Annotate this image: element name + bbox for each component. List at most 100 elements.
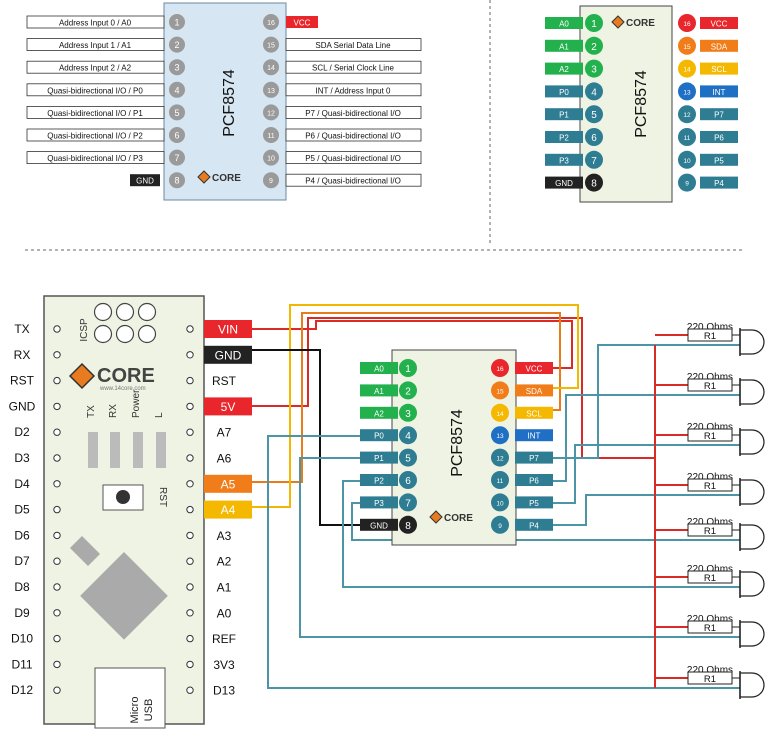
resistor-value-label: 220 Ohms xyxy=(687,372,733,383)
nano-core-logo: CORE www.14core.com xyxy=(68,362,155,392)
chip-right-label: P7 xyxy=(529,454,539,463)
wire-vin-vcc xyxy=(252,320,573,369)
chip-left-label: A0 xyxy=(374,365,384,374)
chip-right-pin xyxy=(491,471,509,489)
table-left-pin xyxy=(169,172,185,189)
nano-right-pin-hole[interactable] xyxy=(186,660,194,669)
table-left-label: GND xyxy=(136,177,154,186)
nano-left-pin-label: D5 xyxy=(14,503,30,517)
table-left-label-box xyxy=(26,83,165,97)
chip-left-label-box xyxy=(545,131,583,143)
chip-right-label-box xyxy=(700,17,738,29)
nano-right-pin-hole[interactable] xyxy=(186,557,194,565)
chip-right-pin-number: 11 xyxy=(497,478,504,485)
chip-right-pin xyxy=(491,381,509,400)
chip-right-pin-number: 16 xyxy=(683,21,691,28)
nano-right-pin-label: REF xyxy=(212,632,236,646)
top-core-logo: CORE xyxy=(611,15,655,29)
chip-right-label: SCL xyxy=(526,409,542,418)
chip-right-label: P7 xyxy=(714,111,724,120)
nano-right-pin-hole[interactable] xyxy=(186,583,194,591)
chip-right-pin xyxy=(678,105,696,124)
resistor-name: R1 xyxy=(704,331,716,342)
usb-label-usb: USB xyxy=(143,699,155,722)
nano-left-pin-hole[interactable] xyxy=(53,609,61,617)
nano-right-pin-hole[interactable] xyxy=(186,402,194,411)
chip-left-pin-number: 2 xyxy=(405,386,411,397)
chip-right-pin-number: 16 xyxy=(496,366,504,373)
nano-left-pin-hole[interactable] xyxy=(53,531,61,540)
chip-left-label-box xyxy=(545,153,583,166)
chip-left-pin-number: 8 xyxy=(405,521,411,532)
nano-left-pin-hole[interactable] xyxy=(53,660,61,669)
led-indicator-label: Power xyxy=(131,389,142,418)
nano-right-pin-label: 5V xyxy=(221,400,236,414)
nano-left-pin-hole[interactable] xyxy=(53,686,61,694)
nano-left-pin-hole[interactable] xyxy=(53,557,61,565)
chip-left-label-box xyxy=(360,384,398,397)
chip-left-pin xyxy=(585,36,603,55)
chip-right-pin-number: 11 xyxy=(684,135,691,142)
icsp-pin xyxy=(115,302,135,322)
table-left-pin-number: 4 xyxy=(174,85,179,95)
chip-left-pin xyxy=(585,59,603,78)
table-left-pin-number: 8 xyxy=(174,176,179,186)
top-chip-body xyxy=(579,5,673,203)
nano-right-pin-hole[interactable] xyxy=(186,454,194,462)
led xyxy=(739,524,765,550)
nano-right-pin-hole[interactable] xyxy=(186,325,194,333)
nano-right-pin-hole[interactable] xyxy=(186,609,194,617)
table-right-label-box xyxy=(285,106,422,119)
chip-right-label: P6 xyxy=(529,477,539,486)
chip-right-pin-number: 10 xyxy=(683,158,691,165)
table-right-pin xyxy=(263,149,279,166)
nano-left-pin-hole[interactable] xyxy=(53,325,61,333)
nano-right-pin-hole[interactable] xyxy=(186,376,194,385)
nano-right-pin-hole[interactable] xyxy=(186,480,194,488)
nano-left-pin-hole[interactable] xyxy=(53,351,61,359)
icsp-pin xyxy=(93,324,113,344)
bottom-chip-name: PCF8574 xyxy=(449,409,466,477)
table-right-label: SCL / Serial Clock Line xyxy=(312,64,395,73)
led xyxy=(739,379,765,405)
chip-right-label-box xyxy=(515,496,553,509)
table-right-pin-number: 16 xyxy=(267,20,275,27)
table-left-pin xyxy=(169,14,185,30)
table-right-pin-number: 15 xyxy=(267,43,275,50)
chip-right-label: VCC xyxy=(711,20,728,29)
nano-right-pin-label: A3 xyxy=(217,529,232,543)
table-left-label-box xyxy=(26,106,165,119)
nano-right-pin-hole[interactable] xyxy=(186,634,194,643)
chip-left-pin-number: 6 xyxy=(591,133,597,144)
svg-text:www.14core.com: www.14core.com xyxy=(99,386,146,392)
nano-right-pin-hole[interactable] xyxy=(186,428,194,436)
led xyxy=(739,672,765,698)
nano-left-pin-hole[interactable] xyxy=(53,505,61,514)
nano-left-pin-hole[interactable] xyxy=(53,402,61,411)
nano-left-pin-hole[interactable] xyxy=(53,428,61,436)
led-indicator-label: RX xyxy=(108,404,119,418)
chip-left-pin xyxy=(399,403,417,422)
nano-left-pin-hole[interactable] xyxy=(53,376,61,385)
chip-left-pin xyxy=(399,381,417,400)
nano-right-pin-hole[interactable] xyxy=(186,531,194,540)
nano-left-pin-hole[interactable] xyxy=(53,634,61,643)
chip-left-label: P2 xyxy=(559,134,569,143)
nano-right-pin-hole[interactable] xyxy=(186,505,194,514)
chip-left-pin-number: 4 xyxy=(591,87,597,98)
table-left-label-box xyxy=(26,128,165,142)
wire-p3 xyxy=(351,502,740,541)
led-indicator-label: L xyxy=(154,412,165,418)
nano-right-pin-hole[interactable] xyxy=(186,686,194,694)
chip-left-label: A2 xyxy=(374,409,384,418)
svg-text:CORE: CORE xyxy=(212,173,241,184)
nano-left-pin-hole[interactable] xyxy=(53,480,61,488)
nano-left-pin-hole[interactable] xyxy=(53,583,61,591)
nano-right-label-box xyxy=(204,320,252,338)
nano-right-pin-hole[interactable] xyxy=(186,351,194,359)
nano-left-pin-hole[interactable] xyxy=(53,454,61,462)
chip-right-pin-number: 9 xyxy=(685,181,689,188)
icsp-pin xyxy=(93,302,113,322)
svg-text:CORE: CORE xyxy=(97,365,155,387)
